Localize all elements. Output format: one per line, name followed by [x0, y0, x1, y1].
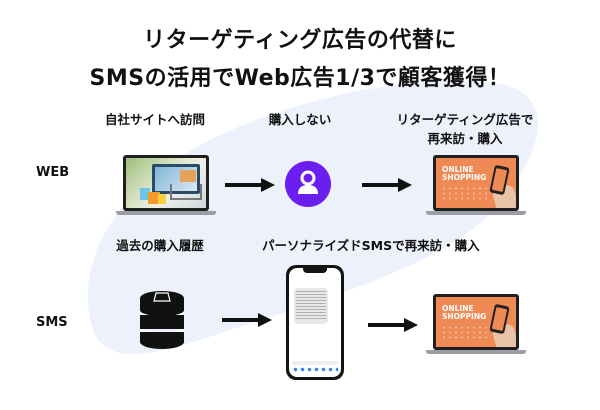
database-icon	[139, 291, 185, 349]
screen-text-shopping: SHOPPING	[442, 312, 487, 321]
arrow-right-icon	[222, 313, 272, 327]
smartphone-sms-icon	[286, 265, 344, 380]
screen-text-shopping: SHOPPING	[442, 173, 487, 182]
title-line-1: リターゲティング広告の代替に	[143, 28, 457, 53]
step-label-purchase-history: 過去の購入履歴	[116, 238, 204, 253]
step-label-retargeting-line2: 再来訪・購入	[427, 131, 503, 146]
row-label-sms: SMS	[36, 315, 68, 330]
screen-text-online: ONLINE	[442, 304, 474, 313]
step-label-visit-site: 自社サイトへ訪問	[104, 112, 205, 127]
step-label-retargeting-line1: リターゲティング広告で	[396, 112, 534, 127]
arrow-right-icon	[368, 318, 418, 332]
arrow-right-icon	[225, 178, 275, 192]
title-line-2: SMSの活用でWeb広告1/3で顧客獲得！	[89, 66, 511, 91]
laptop-shopping-photo-icon	[116, 155, 216, 217]
step-label-no-purchase: 購入しない	[268, 112, 332, 127]
step-label-personalized-sms: パーソナライズドSMSで再来訪・購入	[262, 238, 480, 253]
screen-text-online: ONLINE	[442, 165, 474, 174]
row-label-web: WEB	[36, 165, 70, 180]
arrow-right-icon	[362, 178, 412, 192]
user-avatar-icon	[285, 161, 331, 207]
